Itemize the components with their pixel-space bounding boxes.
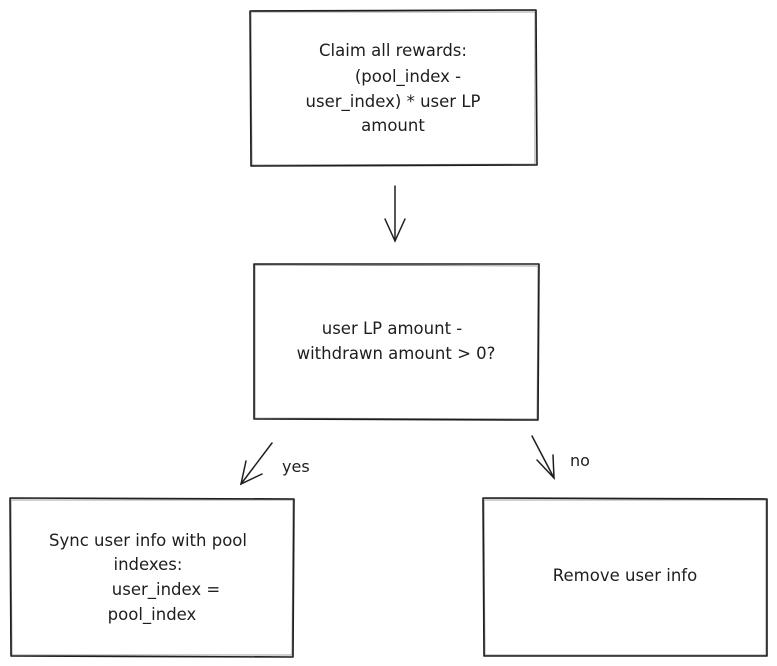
claim-rewards-line-2: (pool_index - [355,67,461,87]
yes-label: yes [282,457,310,476]
claim-rewards-line-3: user_index) * user LP [306,92,481,112]
arrow-claim-to-decision [384,185,406,243]
claim-rewards-box [249,9,538,167]
arrow-yes [239,442,273,486]
decision-box [253,263,540,421]
claim-rewards-node[interactable]: Claim all rewards: (pool_index - user_in… [249,9,538,167]
claim-rewards-line-4: amount [361,116,425,135]
decision-line-1: user LP amount - [322,319,463,338]
arrow-no [531,435,555,480]
no-label: no [570,451,590,470]
remove-line-1: Remove user info [553,566,697,585]
claim-rewards-line-1: Claim all rewards: [319,41,467,60]
decision-line-2: withdrawn amount > 0? [297,344,496,363]
sync-user-info-node[interactable]: Sync user info with pool indexes: user_i… [9,497,295,658]
sync-line-2: indexes: [114,555,183,574]
sync-line-4: pool_index [108,605,197,625]
remove-user-info-box [482,497,768,657]
sync-line-3: user_index = [112,580,220,600]
sync-line-1: Sync user info with pool [49,531,247,550]
decision-node[interactable]: user LP amount - withdrawn amount > 0? [253,263,540,421]
sync-user-info-box [9,497,295,658]
remove-user-info-node[interactable]: Remove user info [482,497,768,657]
